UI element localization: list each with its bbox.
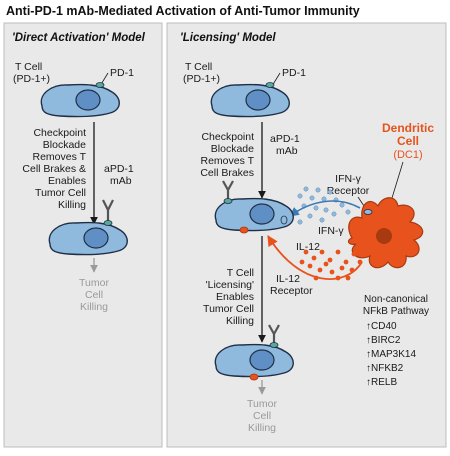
il12-arrow [267,235,363,280]
right-tcell-label-1: T Cell [185,61,212,73]
il12-dots [299,249,363,281]
right-antibody-label-2: mAb [276,145,298,157]
right-pd1-label: PD-1 [282,67,306,79]
left-antibody-label-1: aPD-1 [104,163,134,175]
dendritic-label-2: Cell [397,134,419,148]
left-tcell-top [40,82,120,118]
svg-text:Tumor Cell: Tumor Cell [203,303,254,315]
right-tcell-bottom [214,324,294,381]
left-antibody [102,199,114,226]
svg-text:Removes T: Removes T [33,151,87,163]
ifn-gamma-receptor [363,209,373,215]
ifn-gamma-arrow [289,200,361,217]
left-antibody-label-2: mAb [110,175,132,187]
svg-text:Killing: Killing [58,199,86,211]
ifn-gamma-label: IFN-γ [318,225,344,237]
right-tcell-top [210,82,290,118]
svg-text:Blockade: Blockade [43,139,86,151]
dendritic-cell [347,197,424,269]
svg-text:Killing: Killing [248,422,276,434]
dendritic-nucleus [376,228,392,244]
svg-text:Enables: Enables [48,175,86,187]
svg-text:Killing: Killing [80,301,108,313]
right-antibody [222,180,234,204]
dendritic-label-1: Dendritic [382,121,434,135]
pathway-box: Non-canonical NFkB Pathway ↑CD40 ↑BIRC2 … [363,294,429,388]
left-tcell-label-1: T Cell [15,61,42,73]
right-tcell-label-2: (PD-1+) [183,73,220,85]
svg-text:Cell: Cell [253,410,271,422]
svg-text:Tumor: Tumor [79,277,109,289]
left-result-text: Tumor Cell Killing [79,277,109,313]
svg-text:Checkpoint: Checkpoint [33,127,86,139]
ifn-gamma-dots [293,186,351,225]
right-antibody-label-1: aPD-1 [270,133,300,145]
il12-label: IL-12 [296,241,320,253]
left-panel-title: 'Direct Activation' Model [12,32,146,44]
ifn-receptor-label-1: IFN-γ [335,173,361,185]
figure-title: Anti-PD-1 mAb-Mediated Activation of Ant… [6,4,360,18]
right-tcell-middle [214,180,294,234]
pathway-gene: ↑BIRC2 [366,335,401,346]
svg-text:Blockade: Blockade [211,143,254,155]
svg-text:Killing: Killing [226,315,254,327]
right-panel-title: 'Licensing' Model [180,32,276,44]
svg-text:Cell: Cell [85,289,103,301]
ifn-receptor-label-2: Receptor [327,185,370,197]
left-pd1-receptor [95,82,105,88]
pathway-title-1: Non-canonical [364,294,428,305]
svg-text:'Licensing': 'Licensing' [206,279,254,291]
il12-receptor [239,226,249,234]
svg-text:Checkpoint: Checkpoint [201,131,254,143]
left-tcell-bottom [48,199,128,256]
right-result-text: Tumor Cell Killing [247,398,277,434]
svg-text:T Cell: T Cell [227,267,254,279]
right-pd1-receptor [265,82,275,88]
ifn-gamma-receptor-tcell [280,215,288,225]
svg-text:Cell Brakes: Cell Brakes [200,167,254,179]
pathway-gene: ↑CD40 [366,321,397,332]
svg-text:Removes T: Removes T [201,155,255,167]
svg-text:Tumor Cell: Tumor Cell [35,187,86,199]
svg-text:Cell Brakes &: Cell Brakes & [22,163,86,175]
right-step1-text: Checkpoint Blockade Removes T Cell Brake… [200,131,254,179]
il12-receptor-label-2: Receptor [270,285,313,297]
svg-text:Tumor: Tumor [247,398,277,410]
right-step2-text: T Cell 'Licensing' Enables Tumor Cell Ki… [203,267,254,327]
il12-receptor-label-1: IL-12 [276,273,300,285]
pathway-gene: ↑RELB [366,377,397,388]
left-pd1-label: PD-1 [110,67,134,79]
pathway-gene: ↑NFKB2 [366,363,404,374]
pathway-title-2: NFkB Pathway [363,306,429,317]
dendritic-sub-label: (DC1) [393,149,422,161]
left-tcell-label-2: (PD-1+) [13,73,50,85]
left-step-text: Checkpoint Blockade Removes T Cell Brake… [22,127,86,211]
svg-text:Enables: Enables [216,291,254,303]
pathway-gene: ↑MAP3K14 [366,349,416,360]
